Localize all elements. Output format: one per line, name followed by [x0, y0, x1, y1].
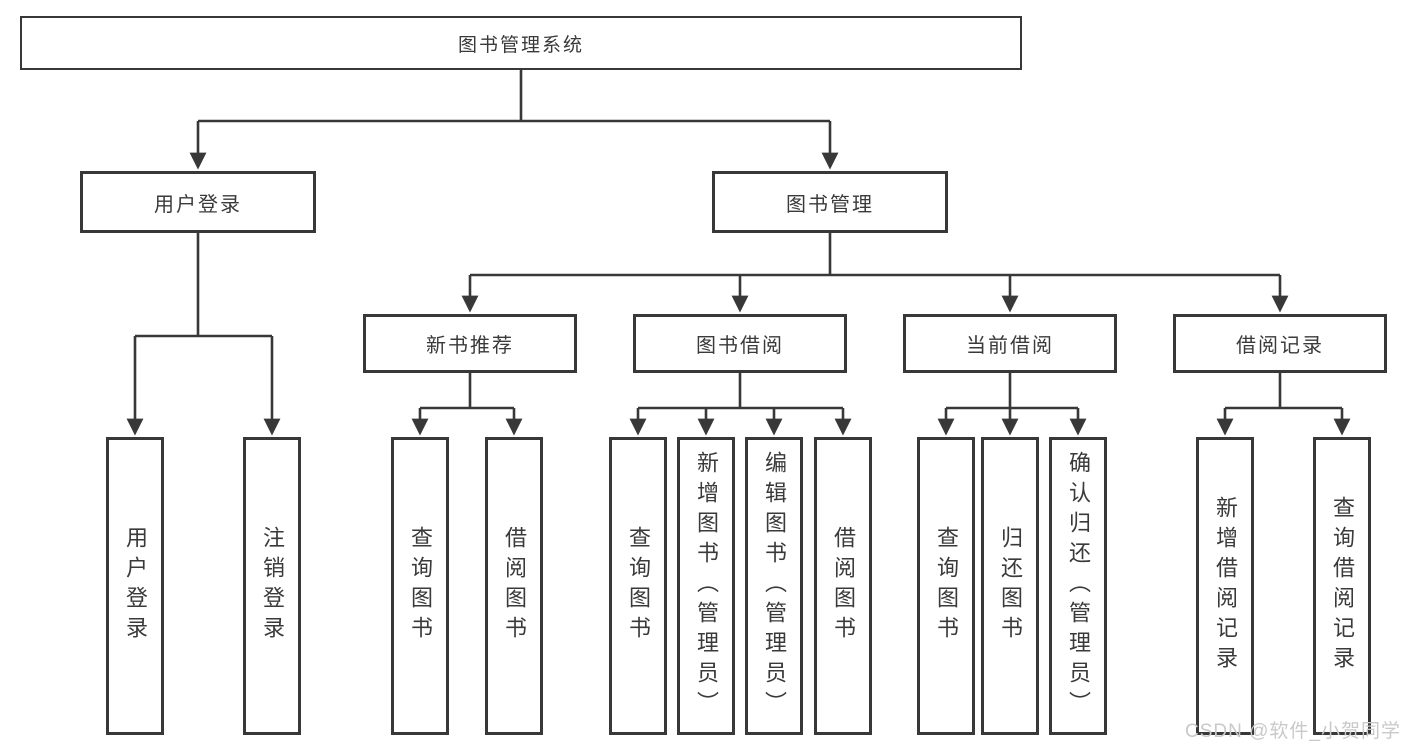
- csdn-watermark: CSDN @软件_小贺同学: [1185, 721, 1401, 742]
- node-user-login: 用户登录: [80, 171, 316, 233]
- node-library-system: 图书管理系统: [20, 16, 1022, 70]
- leaf-edit-book-admin: 编辑图书（管理员）: [745, 437, 803, 735]
- leaf-confirm-return-admin: 确认归还（管理员）: [1049, 437, 1107, 735]
- leaf-add-book-admin: 新增图书（管理员）: [677, 437, 735, 735]
- leaf-borrow-books: 借阅图书: [814, 437, 872, 735]
- node-book-borrow: 图书借阅: [633, 314, 847, 373]
- leaf-return-book: 归还图书: [981, 437, 1039, 735]
- leaf-add-borrow-record: 新增借阅记录: [1196, 437, 1254, 735]
- leaf-query-borrow-record: 查询借阅记录: [1313, 437, 1371, 735]
- leaf-user-login: 用户登录: [106, 437, 164, 735]
- node-new-book-recommend: 新书推荐: [363, 314, 577, 373]
- node-current-borrow: 当前借阅: [903, 314, 1117, 373]
- leaf-query-books-borrow: 查询图书: [609, 437, 667, 735]
- leaf-query-books-recommend: 查询图书: [391, 437, 449, 735]
- leaf-query-books-current: 查询图书: [917, 437, 975, 735]
- node-book-management: 图书管理: [712, 171, 948, 233]
- leaf-logout: 注销登录: [243, 437, 301, 735]
- leaf-borrow-books-recommend: 借阅图书: [485, 437, 543, 735]
- node-borrow-records: 借阅记录: [1173, 314, 1387, 373]
